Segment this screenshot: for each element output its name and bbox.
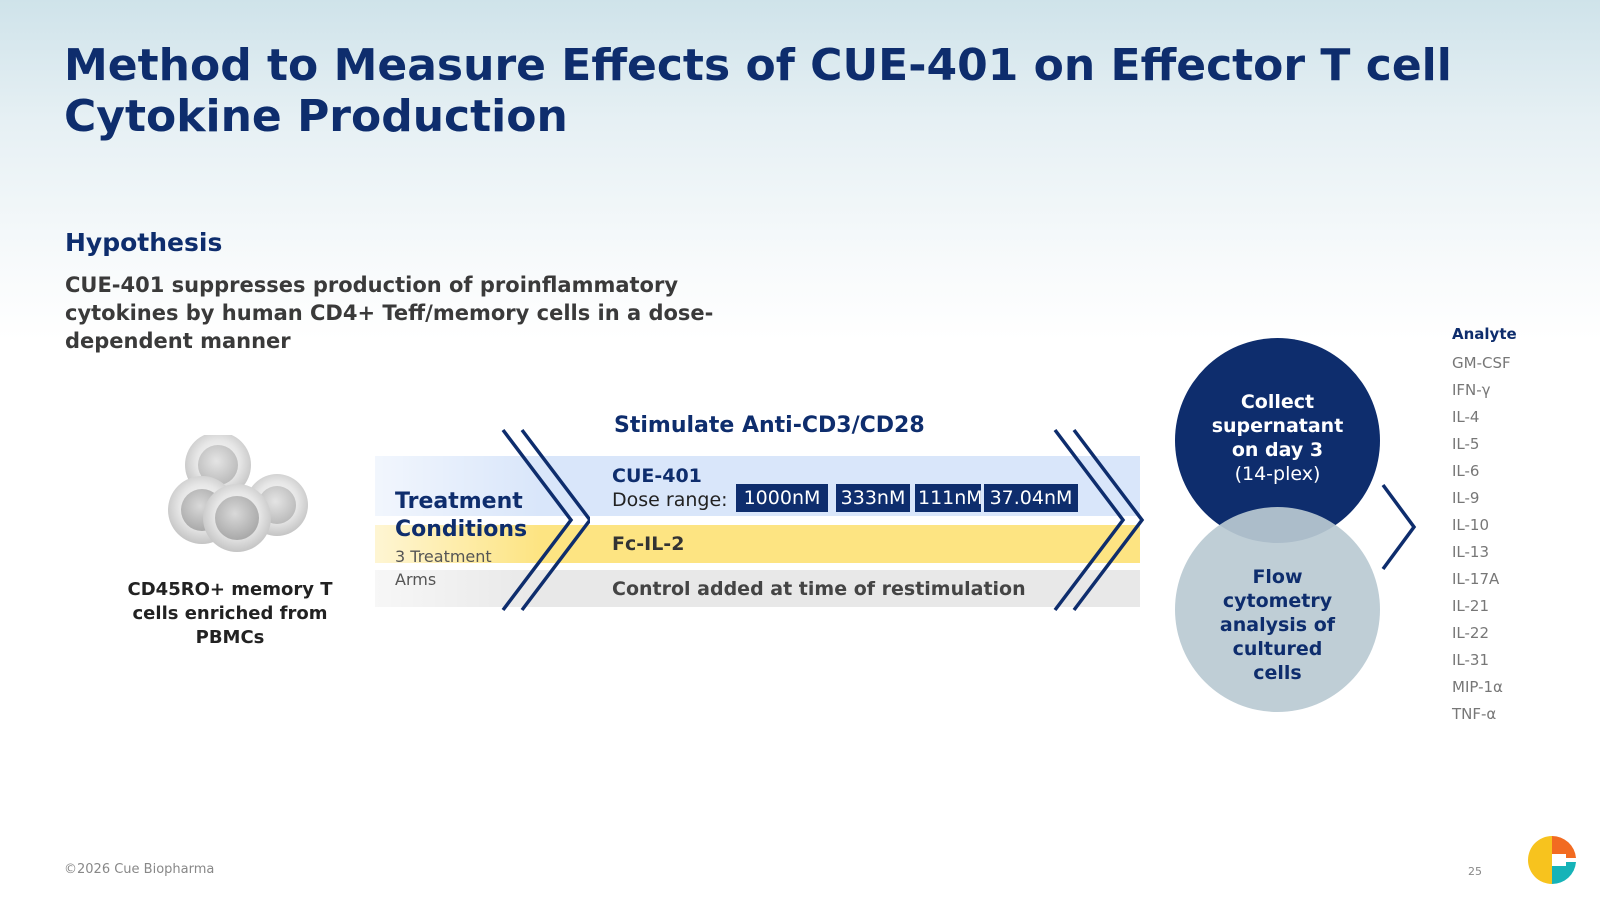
dose-badge: 1000nM (736, 484, 828, 512)
hypothesis-heading: Hypothesis (65, 228, 223, 257)
treatment-arms-count: 3 Treatment Arms (395, 547, 492, 589)
fcil2-label: Fc-IL-2 (612, 533, 685, 555)
cue401-label: CUE-401 (612, 465, 702, 487)
analyte-item: IL-17A (1452, 570, 1500, 588)
flow-cytometry-circle: Flow cytometry analysis of cultured cell… (1175, 507, 1380, 712)
analyte-item: IL-31 (1452, 651, 1490, 669)
dose-badge: 111nM (915, 484, 983, 512)
control-label: Control added at time of restimulation (612, 578, 1026, 600)
analyte-item: IL-6 (1452, 462, 1480, 480)
analyte-item: IL-22 (1452, 624, 1490, 642)
page-title: Method to Measure Effects of CUE-401 on … (64, 40, 1452, 142)
chevron-right-icon (501, 428, 590, 612)
collect-sub: (14-plex) (1234, 462, 1321, 485)
collect-text: Collect supernatant on day 3 (14-plex) (1208, 390, 1348, 486)
analyte-item: GM-CSF (1452, 354, 1511, 372)
dose-badge: 37.04nM (984, 484, 1078, 512)
analyte-header: Analyte (1452, 325, 1517, 343)
treatment-conditions-label: Treatment Conditions (395, 489, 528, 542)
analyte-item: IL-10 (1452, 516, 1490, 534)
flow-text: Flow cytometry analysis of cultured cell… (1219, 565, 1336, 684)
cue-logo (1528, 835, 1576, 885)
analyte-list: GM-CSF IFN-γ IL-4 IL-5 IL-6 IL-9 IL-10 I… (1452, 350, 1511, 728)
analyte-item: IL-4 (1452, 408, 1480, 426)
band-fade-overlay (375, 456, 540, 607)
treatment-conditions-title: Treatment Conditions (395, 488, 535, 544)
copyright-text: ©2026 Cue Biopharma (64, 862, 215, 877)
hypothesis-text: CUE-401 suppresses production of proinfl… (65, 273, 714, 353)
chevron-right-icon (1381, 483, 1417, 571)
analyte-item: MIP-1α (1452, 678, 1503, 696)
page-number: 25 (1468, 865, 1482, 878)
analyte-item: IL-5 (1452, 435, 1480, 453)
stimulate-label: Stimulate Anti-CD3/CD28 (614, 413, 925, 438)
t-cells-icon (168, 435, 308, 552)
cells-caption: CD45RO+ memory T cells enriched from PBM… (127, 579, 333, 648)
analyte-item: TNF-α (1452, 705, 1497, 723)
analyte-item: IL-9 (1452, 489, 1480, 507)
analyte-item: IL-13 (1452, 543, 1490, 561)
collect-title: Collect supernatant on day 3 (1211, 390, 1344, 461)
dose-range-label: Dose range: (612, 489, 728, 511)
dose-badge: 333nM (836, 484, 910, 512)
analyte-item: IFN-γ (1452, 381, 1491, 399)
chevron-right-icon (1053, 428, 1145, 612)
analyte-item: IL-21 (1452, 597, 1490, 615)
